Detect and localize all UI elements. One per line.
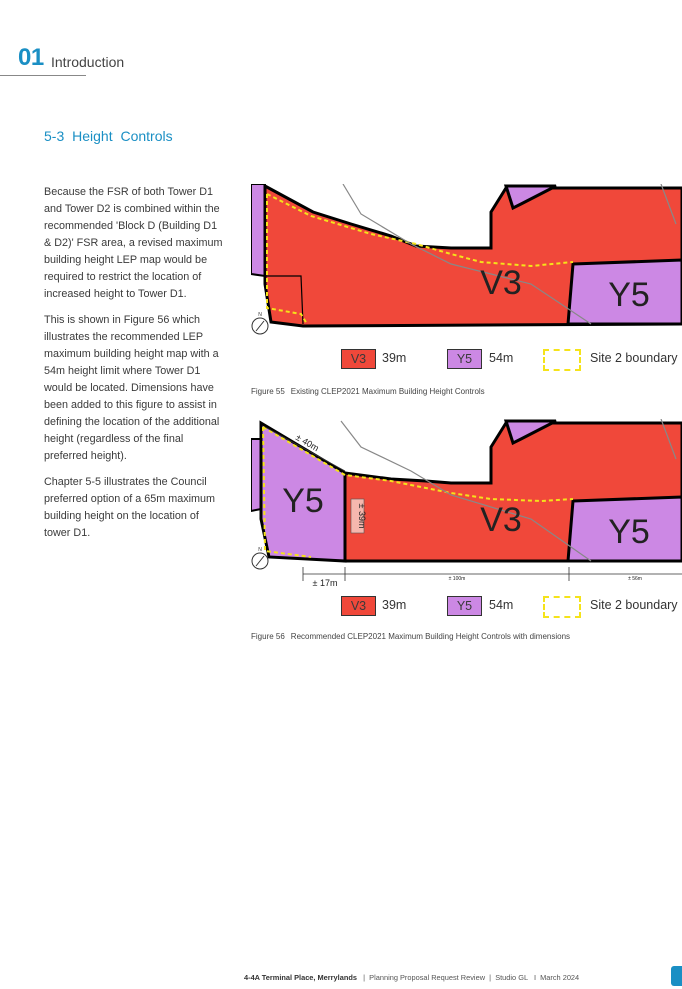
figure-55-caption: Figure 55 Existing CLEP2021 Maximum Build… <box>251 387 485 396</box>
footer: 4-4A Terminal Place, Merrylands | Planni… <box>244 973 580 982</box>
y5-left-zone-label: Y5 <box>282 482 324 520</box>
body-text: Because the FSR of both Tower D1 and Tow… <box>44 184 224 551</box>
legend-boundary-label: Site 2 boundary <box>590 351 678 365</box>
figure-55-map: V3 Y5 N <box>251 184 682 342</box>
north-arrow-icon: N <box>251 547 269 570</box>
caption-number: Figure 56 <box>251 632 285 641</box>
legend-v3-swatch: V3 <box>341 596 376 616</box>
svg-text:N: N <box>258 547 262 553</box>
dim-100m: ± 100m <box>449 576 466 582</box>
legend-y5-swatch: Y5 <box>447 596 482 616</box>
page-tab <box>671 966 682 986</box>
y5-zone-right <box>566 495 682 563</box>
caption-number: Figure 55 <box>251 387 285 396</box>
y5-zone-left-sliver <box>251 184 266 278</box>
footer-doc: Planning Proposal Request Review <box>369 973 486 982</box>
legend-fig55: V3 39m Y5 54m Site 2 boundary <box>341 349 682 371</box>
dim-39m: ± 39m <box>357 504 367 529</box>
figure-56-map: ± 40m ± 39m ± 17m ± 100m ± 56m Y5 V3 Y5 … <box>251 419 682 591</box>
north-arrow-icon: N <box>251 312 269 335</box>
dim-17m: ± 17m <box>313 578 338 588</box>
caption-text: Recommended CLEP2021 Maximum Building He… <box>290 632 571 641</box>
chapter-number: 01 <box>18 44 44 71</box>
legend-y5-height: 54m <box>489 598 514 612</box>
v3-zone-label: V3 <box>480 501 522 539</box>
y5-zone-right <box>566 258 682 326</box>
legend-fig56: V3 39m Y5 54m Site 2 boundary <box>341 596 682 618</box>
y5-zone-label: Y5 <box>608 276 650 314</box>
legend-boundary-swatch <box>543 349 581 371</box>
legend-v3-swatch: V3 <box>341 349 376 369</box>
footer-date: March 2024 <box>540 973 580 982</box>
figure-56-caption: Figure 56 Recommended CLEP2021 Maximum Bu… <box>251 632 570 641</box>
paragraph-2: This is shown in Figure 56 which illustr… <box>44 314 220 462</box>
site-boundary <box>266 193 574 268</box>
dim-56m: ± 56m <box>628 576 642 582</box>
legend-y5-height: 54m <box>489 351 514 365</box>
paragraph-1: Because the FSR of both Tower D1 and Tow… <box>44 186 223 300</box>
svg-text:N: N <box>258 312 262 318</box>
v3-zone-label: V3 <box>480 264 522 302</box>
footer-author: Studio GL <box>495 973 528 982</box>
paragraph-3: Chapter 5-5 illustrates the Council pref… <box>44 476 216 539</box>
y5-right-zone-label: Y5 <box>608 513 650 551</box>
legend-boundary-label: Site 2 boundary <box>590 598 678 612</box>
legend-v3-height: 39m <box>382 351 407 365</box>
legend-v3-height: 39m <box>382 598 407 612</box>
legend-boundary-swatch <box>543 596 581 618</box>
y5-zone-left <box>259 420 347 563</box>
section-heading: 5-3 Height Controls <box>44 128 173 144</box>
footer-address: 4-4A Terminal Place, Merrylands <box>244 973 357 982</box>
legend-y5-swatch: Y5 <box>447 349 482 369</box>
chapter-rule <box>0 75 86 76</box>
chapter-title: Introduction <box>51 54 125 70</box>
caption-text: Existing CLEP2021 Maximum Building Heigh… <box>290 387 485 396</box>
